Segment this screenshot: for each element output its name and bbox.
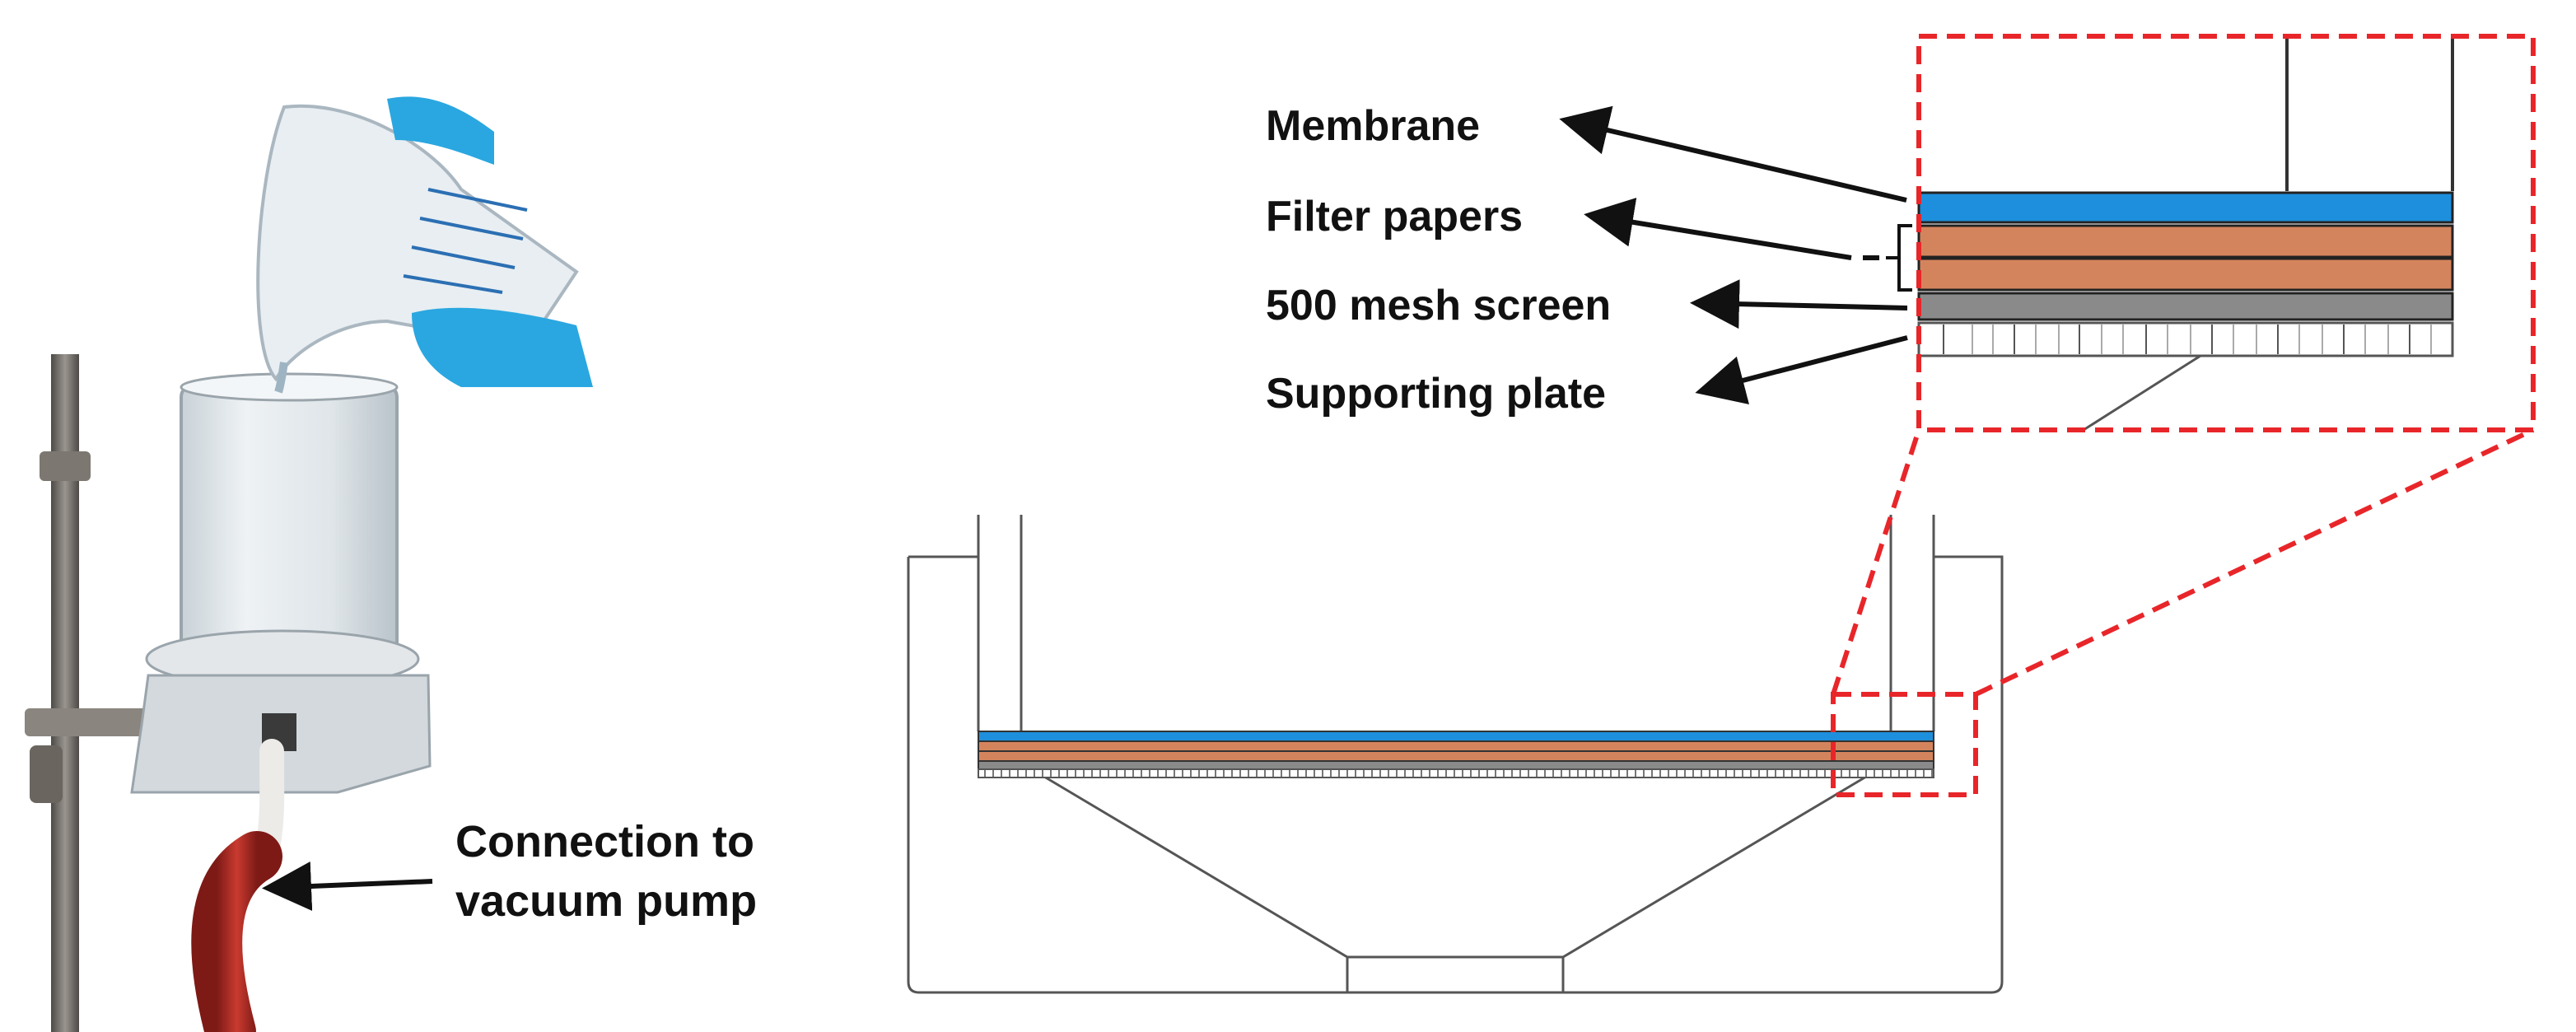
arrow-mesh-screen [1690,279,1908,329]
inset-filter-paper-1 [1917,224,2454,259]
glove-lower [412,307,593,387]
funnel [1043,775,1867,959]
label-filter-papers: Filter papers [1266,193,1523,240]
beaker-graduations [403,188,528,294]
stand-clamp-knob [30,745,63,803]
connection-label-line2: vacuum pump [455,876,757,926]
label-membrane: Membrane [1266,102,1480,150]
arrow-filter-papers [1584,198,1852,260]
filtration-apparatus-photo [25,96,593,1032]
connection-label-line1: Connection to [455,817,754,866]
cylinder-wall-right [1889,515,1935,731]
glass-cylinder [180,384,399,659]
stand-clamp-upper [40,451,91,481]
label-mesh-screen: 500 mesh screen [1266,282,1611,329]
outer-housing [907,555,2004,994]
arrow-membrane [1559,105,1907,203]
cylinder-wall-left [977,515,1023,731]
inset-membrane [1917,191,2454,224]
cylinder-rim [180,372,399,402]
glove-upper [387,96,494,165]
outlet [1346,957,1565,992]
zoom-projection-left [1831,429,1921,695]
inset-filter-paper-2 [1917,257,2454,292]
filter-paper-layer-1 [978,740,1934,752]
mesh-screen-layer [978,760,1934,770]
label-supporting-plate: Supporting plate [1266,370,1606,418]
stand-clamp-arm [25,708,156,736]
arrow-supporting-plate [1695,335,1908,404]
supporting-plate-layer [978,768,1934,778]
connection-arrow [262,862,433,912]
membrane-layer [978,731,1934,742]
vacuum-tubing-red [191,831,282,1032]
zoom-source-box [1831,692,1978,797]
inset-plate-holes [1943,325,2432,354]
filter-paper-bracket [1886,224,1912,292]
inset-mesh-screen [1917,292,2454,321]
layer-stack [978,731,1934,778]
pour-stream [274,362,288,394]
inset-supporting-plate [1917,321,2454,357]
inset-funnel-edge [2083,354,2201,432]
zoom-projection-right [1974,427,2535,697]
filter-paper-layer-2 [978,750,1934,762]
zoom-inset [1886,36,2454,432]
supporting-plate-holes [984,770,1933,777]
beaker-pouring [256,96,593,394]
